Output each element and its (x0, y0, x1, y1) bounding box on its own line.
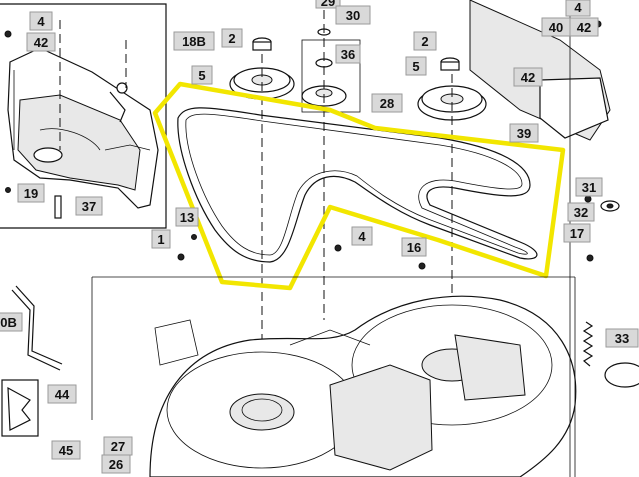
callout-29: 29 (315, 0, 341, 9)
callout-5-left: 5 (191, 65, 213, 85)
svg-text:40: 40 (549, 20, 563, 35)
callout-1: 1 (151, 229, 171, 249)
drive-belt (177, 107, 538, 263)
callout-5-right: 5 (405, 56, 427, 76)
svg-text:4: 4 (37, 14, 45, 29)
handle-rod (59, 20, 128, 150)
svg-text:28: 28 (380, 96, 394, 111)
svg-text:2: 2 (228, 31, 235, 46)
pin-37 (54, 195, 62, 219)
svg-text:29: 29 (321, 0, 335, 9)
callout-42-topleft: 42 (26, 32, 56, 52)
callout-2-left: 2 (221, 28, 243, 48)
callout-18b: 18B (173, 31, 215, 51)
callout-40: 40 (541, 17, 571, 37)
mulch-deflector-shield (7, 47, 159, 209)
svg-text:2: 2 (421, 34, 428, 49)
svg-text:17: 17 (570, 226, 584, 241)
svg-text:5: 5 (412, 59, 419, 74)
svg-text:31: 31 (582, 180, 596, 195)
callout-33: 33 (605, 328, 639, 348)
svg-text:42: 42 (34, 35, 48, 50)
callout-36: 36 (335, 44, 361, 64)
callout-31: 31 (575, 177, 603, 197)
idler-pulley-right (417, 60, 487, 320)
svg-text:44: 44 (55, 387, 70, 402)
svg-text:27: 27 (111, 439, 125, 454)
svg-text:36: 36 (341, 47, 355, 62)
lift-rod-20b (11, 285, 63, 371)
deflector-inset-frame (0, 3, 167, 229)
callout-17: 17 (563, 223, 591, 243)
svg-text:42: 42 (521, 70, 535, 85)
callout-37: 37 (75, 196, 103, 216)
svg-text:4: 4 (358, 229, 366, 244)
svg-text:42: 42 (577, 20, 591, 35)
belt-routing-icon-44 (1, 379, 39, 437)
callout-4-topright: 4 (565, 0, 591, 17)
callout-42-topright: 42 (569, 17, 599, 37)
callout-13: 13 (175, 207, 199, 227)
svg-text:26: 26 (109, 457, 123, 472)
callout-32: 32 (567, 202, 595, 222)
svg-text:1: 1 (157, 232, 164, 247)
spacer-2-left (252, 37, 272, 51)
callout-4-mid: 4 (351, 226, 373, 246)
callout-27: 27 (103, 436, 133, 456)
svg-text:45: 45 (59, 443, 73, 458)
svg-text:16: 16 (407, 240, 421, 255)
pivot-washer-32 (600, 200, 620, 212)
svg-text:30: 30 (346, 8, 360, 23)
spring-33 (582, 321, 594, 367)
mower-deck-housing (149, 295, 577, 477)
idler-pulley-left (229, 40, 295, 380)
svg-text:19: 19 (24, 186, 38, 201)
callout-44: 44 (47, 384, 77, 404)
callout-20b: 20B (0, 312, 23, 332)
svg-text:32: 32 (574, 205, 588, 220)
svg-text:4: 4 (574, 0, 582, 15)
pulley-right-edge (604, 362, 639, 388)
svg-text:33: 33 (615, 331, 629, 346)
svg-text:20B: 20B (0, 315, 17, 330)
deck-side-rails (91, 276, 576, 477)
callout-4-topleft: 4 (29, 11, 53, 31)
callout-26: 26 (101, 454, 131, 474)
svg-text:13: 13 (180, 210, 194, 225)
callout-16: 16 (401, 237, 427, 257)
svg-text:37: 37 (82, 199, 96, 214)
svg-text:39: 39 (517, 126, 531, 141)
callout-42-mid: 42 (513, 67, 543, 87)
callout-19: 19 (17, 183, 45, 203)
callout-45: 45 (51, 440, 81, 460)
svg-text:5: 5 (198, 68, 205, 83)
callout-30: 30 (335, 5, 371, 25)
belt-highlight-outline (152, 81, 566, 291)
callout-28: 28 (371, 93, 403, 113)
callout-2-right: 2 (413, 31, 437, 51)
center-pulley (301, 10, 347, 320)
callout-39: 39 (509, 123, 539, 143)
bolt-19 (5, 187, 11, 193)
spacer-2-right (440, 57, 460, 71)
svg-text:18B: 18B (182, 34, 206, 49)
